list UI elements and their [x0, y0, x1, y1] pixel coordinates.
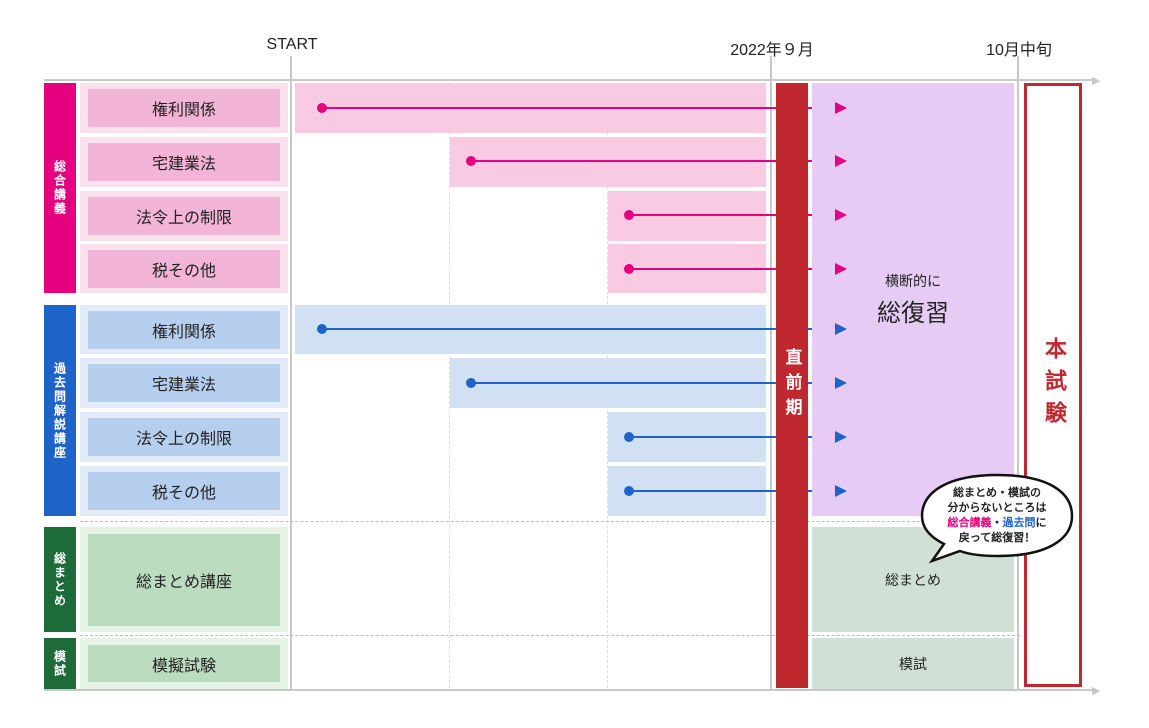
- course-row: 税その他: [80, 466, 288, 516]
- start-dot-icon: [624, 432, 634, 442]
- section-label-general: 総合講義: [44, 83, 76, 293]
- separator: ・: [991, 516, 1003, 529]
- arrow-head-icon: [835, 431, 847, 443]
- start-dot-icon: [624, 486, 634, 496]
- bottom-axis: [44, 689, 1094, 691]
- particle: に: [1035, 516, 1047, 529]
- course-name: 権利関係: [88, 89, 280, 127]
- review-block: 横断的に 総復習: [812, 83, 1014, 516]
- progress-arrow: [471, 382, 837, 384]
- review-text: 横断的に: [885, 274, 941, 290]
- course-row: 権利関係: [80, 305, 288, 354]
- bubble-line: 分からないところは: [947, 501, 1047, 514]
- course-name: 宅建業法: [88, 364, 280, 402]
- mock-block: 模試: [812, 638, 1014, 689]
- exam-block: 本試験: [1024, 83, 1082, 687]
- course-row: 法令上の制限: [80, 191, 288, 241]
- arrow-head-icon: [835, 209, 847, 221]
- course-row: 総まとめ講座: [80, 527, 288, 632]
- start-dot-icon: [317, 324, 327, 334]
- course-name: 税その他: [88, 472, 280, 510]
- september-line: [770, 56, 772, 690]
- section-label-summary: 総まとめ: [44, 527, 76, 632]
- section-label-past-exams: 過去問解説講座: [44, 305, 76, 516]
- course-row: 宅建業法: [80, 137, 288, 187]
- arrow-head-icon: [835, 323, 847, 335]
- start-line: [290, 56, 292, 690]
- progress-arrow: [629, 214, 837, 216]
- course-name: 権利関係: [88, 310, 280, 349]
- course-name: 法令上の制限: [88, 418, 280, 456]
- schedule-bar: [450, 137, 766, 187]
- progress-arrow: [629, 436, 837, 438]
- course-row: 模擬試験: [80, 638, 288, 689]
- progress-arrow: [471, 160, 837, 162]
- bubble-line: 総まとめ・模試の: [953, 486, 1041, 499]
- highlight-past: 過去問: [1002, 516, 1036, 529]
- bubble-line: 総合講義・過去問に: [925, 515, 1069, 530]
- exam-line: [1017, 56, 1019, 690]
- course-name: 法令上の制限: [88, 197, 280, 235]
- course-name: 宅建業法: [88, 143, 280, 181]
- progress-arrow: [322, 107, 837, 109]
- arrow-head-icon: [835, 263, 847, 275]
- divider: [80, 521, 1020, 522]
- progress-arrow: [629, 490, 837, 492]
- course-row: 権利関係: [80, 83, 288, 133]
- course-row: 法令上の制限: [80, 412, 288, 462]
- course-row: 宅建業法: [80, 358, 288, 408]
- section-label-mock: 模試: [44, 638, 76, 689]
- arrow-head-icon: [835, 102, 847, 114]
- start-dot-icon: [466, 156, 476, 166]
- review-title: 総復習: [877, 299, 949, 327]
- top-axis: [44, 79, 1094, 81]
- start-dot-icon: [624, 264, 634, 274]
- start-dot-icon: [317, 103, 327, 113]
- start-label: START: [266, 36, 318, 53]
- final-phase-bar: 直前期: [776, 83, 808, 688]
- course-name: 税その他: [88, 249, 280, 288]
- axis-arrow-icon: ▶: [1092, 684, 1101, 697]
- start-dot-icon: [466, 378, 476, 388]
- speech-bubble-icon: [920, 473, 1074, 564]
- divider: [80, 635, 1020, 636]
- highlight-general: 総合講義: [947, 516, 992, 529]
- arrow-head-icon: [835, 485, 847, 497]
- bubble-line: 戻って総復習！: [958, 531, 1036, 544]
- arrow-head-icon: [835, 377, 847, 389]
- course-row: 税その他: [80, 244, 288, 293]
- progress-arrow: [629, 268, 837, 270]
- september-label: 2022年９月: [730, 42, 814, 59]
- progress-arrow: [322, 328, 837, 330]
- grid-line: [449, 82, 450, 688]
- course-name: 総まとめ講座: [88, 533, 280, 626]
- bubble-text: 総まとめ・模試の 分からないところは 総合講義・過去問に 戻って総復習！: [925, 485, 1069, 545]
- axis-arrow-icon: ▶: [1092, 74, 1101, 87]
- schedule-bar: [608, 191, 766, 241]
- start-dot-icon: [624, 210, 634, 220]
- course-name: 模擬試験: [88, 645, 280, 682]
- arrow-head-icon: [835, 155, 847, 167]
- exam-date-label: 10月中旬: [986, 42, 1052, 59]
